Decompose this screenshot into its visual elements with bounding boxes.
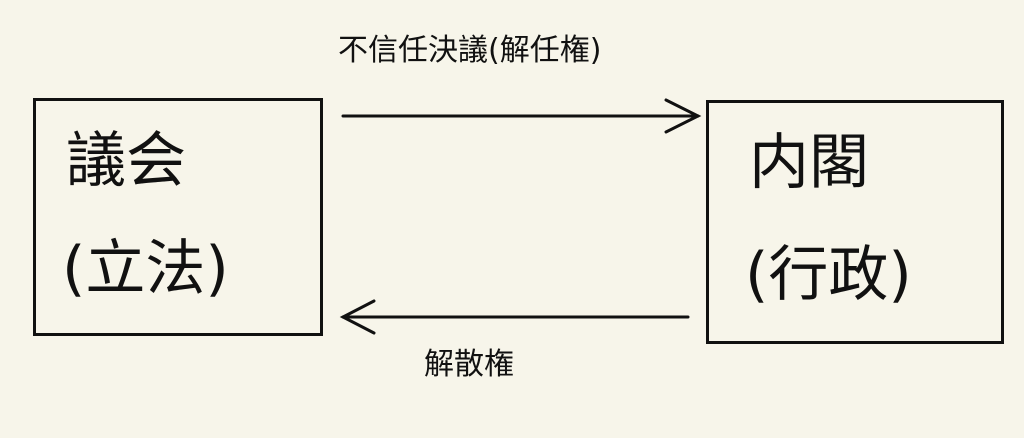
right-arrow	[341, 98, 702, 134]
cabinet-subtitle: (行政)	[745, 240, 912, 310]
parliament-subtitle: (立法)	[62, 234, 229, 304]
parliament-box: 議会 (立法)	[33, 98, 323, 336]
no-confidence-label: 不信任決議(解任権)	[338, 33, 602, 68]
parliament-title: 議会	[66, 126, 186, 196]
cabinet-box: 内閣 (行政)	[706, 100, 1004, 344]
cabinet-title: 内閣	[749, 128, 869, 198]
dissolution-label: 解散権	[424, 347, 514, 382]
left-arrow	[339, 299, 690, 335]
